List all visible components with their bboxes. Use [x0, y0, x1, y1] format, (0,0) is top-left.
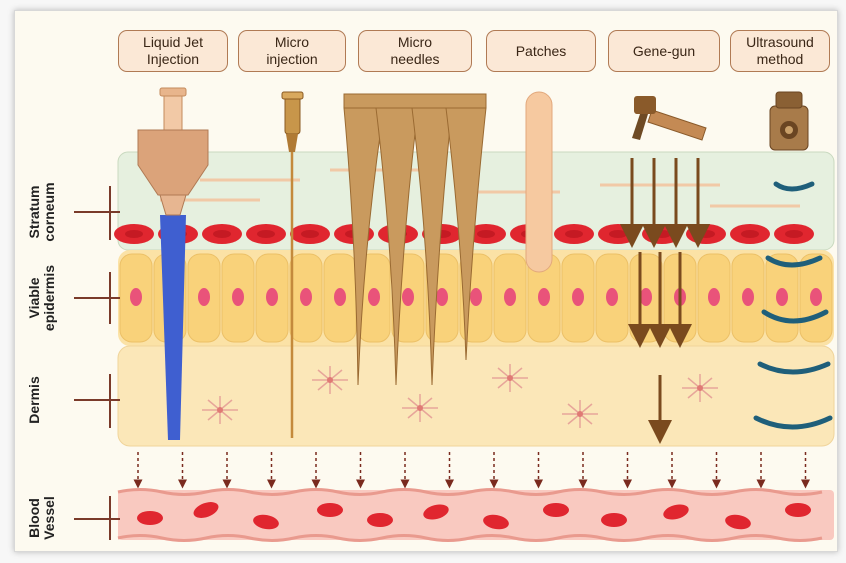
diffusion-arrows [138, 452, 806, 484]
gene-gun-device [632, 96, 706, 140]
transdermal-patch [526, 92, 552, 272]
blood-cell [785, 503, 811, 517]
method-label-micro-injection: Micro injection [238, 30, 346, 72]
cell-nucleus [436, 288, 448, 306]
cell-nucleus [538, 288, 550, 306]
method-label-patches: Patches [486, 30, 596, 72]
method-label-liquid-jet: Liquid Jet Injection [118, 30, 228, 72]
layer-brackets [74, 186, 120, 540]
epidermis-cells [120, 254, 832, 342]
cell-nucleus [130, 288, 142, 306]
cell-nucleus [606, 288, 618, 306]
layer-label-dermis: Dermis [27, 355, 59, 445]
cell-nucleus [572, 288, 584, 306]
red-cell-center [257, 230, 275, 238]
layer-label-stratum-corneum: Stratum corneum [27, 167, 59, 257]
cell-nucleus [776, 288, 788, 306]
red-cell-center [697, 230, 715, 238]
method-label-ultrasound: Ultrasound method [730, 30, 830, 72]
blood-vessel-layer [118, 490, 834, 540]
cell-nucleus [266, 288, 278, 306]
cell-nucleus [810, 288, 822, 306]
red-cell-center [653, 230, 671, 238]
cell-nucleus [334, 288, 346, 306]
cell-nucleus [640, 288, 652, 306]
blood-cell [367, 513, 393, 527]
red-cell-center [785, 230, 803, 238]
cell-nucleus [198, 288, 210, 306]
cell-nucleus [470, 288, 482, 306]
red-cell-center [609, 230, 627, 238]
red-cell-center [213, 230, 231, 238]
method-label-gene-gun: Gene-gun [608, 30, 720, 72]
cell-nucleus [300, 288, 312, 306]
red-cell-center [125, 230, 143, 238]
red-cell-center [741, 230, 759, 238]
red-cell-center [565, 230, 583, 238]
cell-nucleus [708, 288, 720, 306]
method-label-microneedles: Micro needles [358, 30, 472, 72]
dermis-layer [118, 346, 834, 446]
cell-nucleus [504, 288, 516, 306]
blood-cell [543, 503, 569, 517]
red-cell-center [477, 230, 495, 238]
ultrasound-device [770, 92, 808, 150]
layer-label-viable-epidermis: Viable epidermis [27, 253, 59, 343]
cell-nucleus [402, 288, 414, 306]
blood-cell [601, 513, 627, 527]
layer-label-blood-vessel: Blood Vessel [27, 473, 59, 563]
cell-nucleus [742, 288, 754, 306]
red-cell-center [301, 230, 319, 238]
blood-cell [137, 511, 163, 525]
cell-nucleus [232, 288, 244, 306]
cell-nucleus [368, 288, 380, 306]
blood-cell [317, 503, 343, 517]
